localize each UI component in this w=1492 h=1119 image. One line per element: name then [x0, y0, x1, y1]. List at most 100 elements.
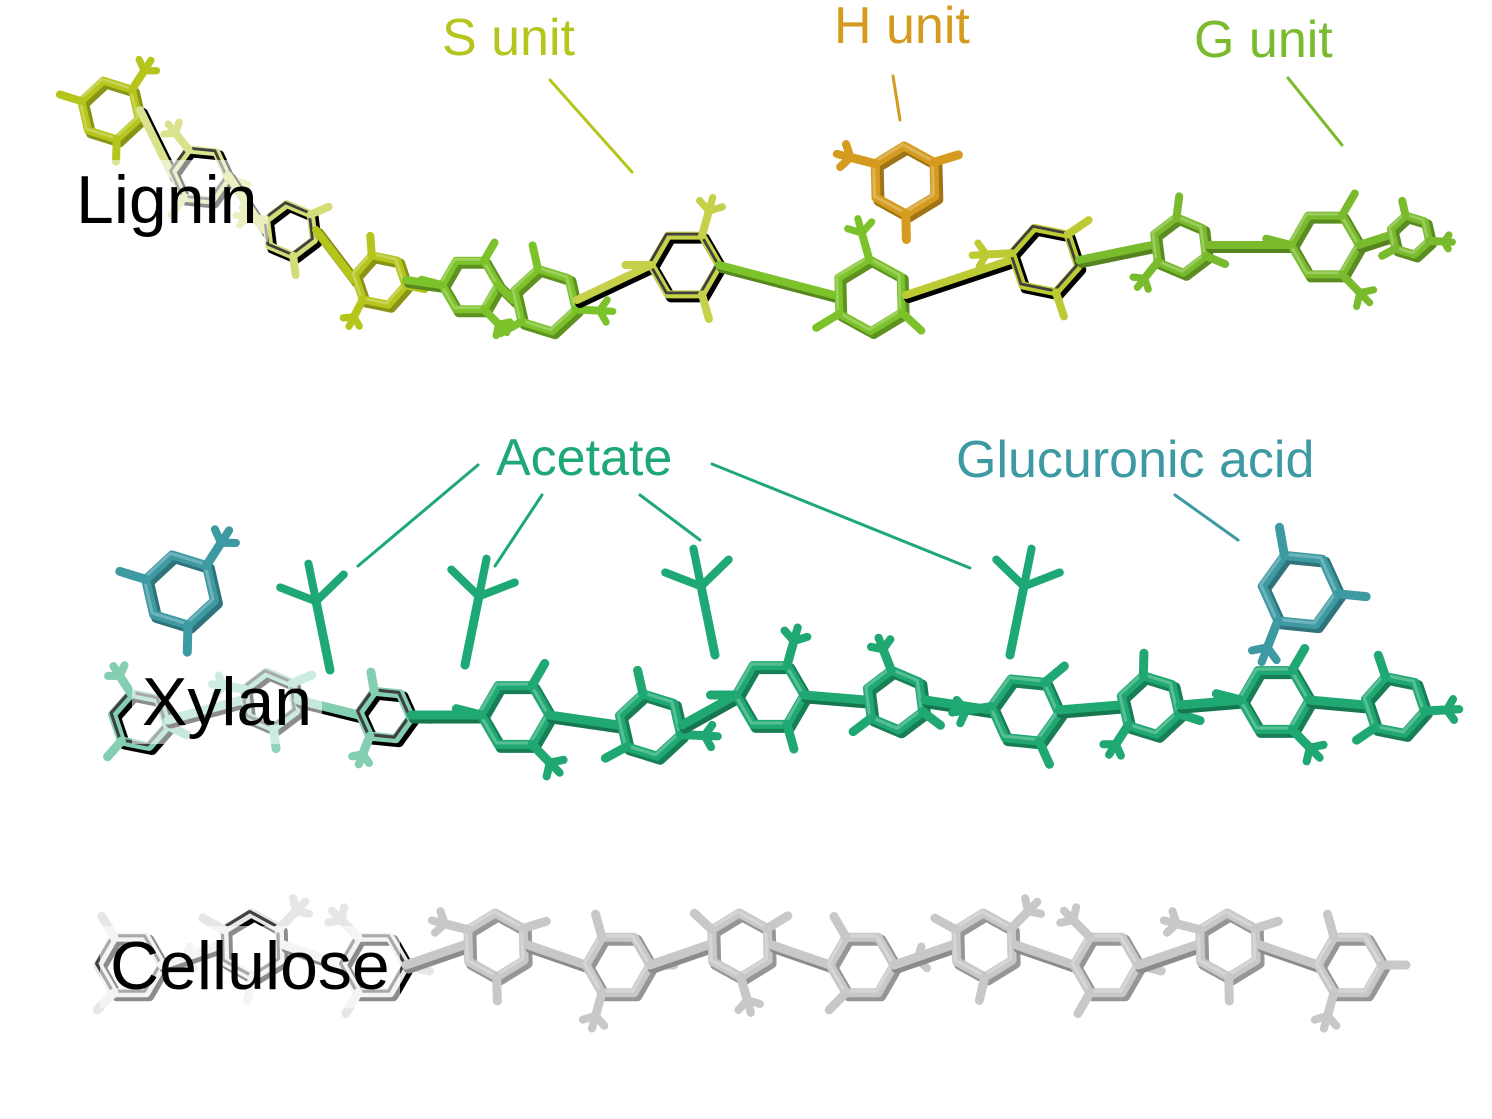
lignin-unit-branch-tip [1129, 273, 1149, 282]
cellulose-unit-branch-tip [1310, 1011, 1332, 1024]
lignin-unit-branch [698, 290, 713, 323]
lignin-unit-branch-tip [1353, 289, 1364, 310]
xylan-unit-branch [782, 636, 799, 671]
lignin-link [1075, 241, 1156, 264]
lignin-unit-branch [857, 229, 874, 264]
xylan-unit-branch [1034, 736, 1054, 769]
xylan-link [544, 710, 623, 730]
lignin-unit-branch [496, 317, 526, 338]
lignin-unit-branch [1063, 216, 1093, 239]
xylan-unit-branch-tip [879, 635, 895, 654]
lignin-label: Lignin [66, 160, 268, 242]
acetate-group-tip [474, 578, 519, 601]
lignin-chain [55, 55, 1456, 340]
glucuronic-acid-branch [201, 538, 226, 571]
glucuronic-acid-branch [1333, 589, 1371, 602]
lignin-unit-branch [1378, 244, 1400, 260]
lignin-unit-branch [1262, 234, 1295, 249]
acetate-group-tip [474, 554, 491, 601]
xylan-unit-branch [1373, 650, 1390, 682]
xylan-unit-branch-tip [700, 731, 716, 752]
cellulose-link [401, 940, 469, 970]
acetate-group-tip [697, 555, 733, 591]
cellulose-link [767, 940, 835, 970]
g-unit-callout-line [1286, 76, 1344, 147]
cellulose-unit-branch [1073, 988, 1095, 1018]
lignin-link [494, 281, 517, 304]
lignin-unit-branch [112, 135, 121, 166]
xylan-unit-branch [1138, 648, 1149, 681]
acetate-group-tip [661, 568, 706, 591]
xylan-unit-branch [782, 719, 799, 754]
cellulose-unit-branch-tip [292, 907, 314, 918]
cellulose-unit-ring-highlight [582, 934, 651, 993]
lignin-unit-branch [1338, 189, 1359, 220]
xylan-unit-branch [600, 742, 632, 763]
lignin-unit-branch [306, 202, 333, 219]
acetate-group-tip [1019, 568, 1064, 591]
acetate-group-tip [1019, 544, 1036, 591]
xylan-unit-branch-tip [115, 661, 129, 680]
lignin-unit-branch [982, 249, 1016, 259]
lignin-unit-ring-highlight [1151, 214, 1206, 273]
lignin-link [573, 261, 655, 304]
cellulose-unit-branch [829, 912, 851, 942]
lignin-unit-branch [1338, 270, 1364, 297]
xylan-unit-ring-highlight [616, 690, 681, 757]
xylan-unit-ring-highlight [1118, 672, 1179, 735]
xylan-unit-branch [527, 658, 550, 691]
cellulose-unit-branch [930, 913, 961, 935]
lignin-link [715, 261, 838, 299]
lignin-unit-branch [480, 238, 499, 265]
cellulose-label: Cellulose [100, 926, 400, 1008]
lignin-unit-branch-tip [339, 313, 358, 322]
cellulose-unit-branch-tip [337, 903, 349, 925]
xylan-unit-branch [103, 736, 126, 762]
xylan-link [799, 690, 870, 705]
lignin-unit-branch [1051, 288, 1068, 321]
xylan-unit-branch-tip [348, 750, 367, 761]
acetate-group-tip [312, 570, 348, 606]
glucuronic-acid-branch [1274, 522, 1289, 560]
xylan-unit-branch [1174, 709, 1205, 726]
acetate-callout-line [710, 462, 972, 570]
lignin-unit-branch-tip [858, 218, 876, 237]
glucuronic-acid-branch [1262, 616, 1283, 652]
cellulose-unit-branch [762, 911, 793, 933]
cellulose-link [1255, 940, 1323, 970]
cellulose-unit-ring-highlight [1070, 934, 1139, 993]
acetate-callout-line [356, 463, 480, 568]
cellulose-link [889, 940, 957, 970]
acetate-group-tip [689, 544, 706, 591]
acetate-callout-line [638, 493, 702, 542]
xylan-unit-ring-highlight [1362, 673, 1425, 734]
h-unit-branch-tip [841, 140, 855, 162]
acetate-group-tip [447, 565, 483, 601]
xylan-link [1054, 700, 1125, 715]
lignin-unit-branch [366, 231, 376, 260]
xylan-unit-branch [1211, 689, 1246, 705]
lignin-link [1355, 231, 1394, 249]
cellulose-unit-branch-tip [578, 1011, 600, 1024]
lignin-unit-ring [834, 255, 906, 335]
lignin-unit-branch [897, 308, 926, 335]
acetate-label: Acetate [496, 429, 673, 487]
xylan-unit-branch [1040, 661, 1069, 687]
xylan-unit-branch-tip [1302, 743, 1314, 766]
xylan-unit-branch-tip [952, 695, 971, 715]
lignin-unit-ring-highlight [351, 252, 406, 305]
glucuronic-acid-ring-highlight [1259, 552, 1338, 625]
lignin-unit-branch [812, 309, 844, 332]
cellulose-unit-branch [689, 908, 717, 935]
cellulose-link [1133, 940, 1201, 970]
cellulose-unit-branch [492, 972, 502, 1006]
lignin-unit-branch [1201, 251, 1230, 269]
cellulose-unit-branch-tip [1069, 903, 1081, 925]
cellulose-unit-branch-tip [734, 996, 752, 1015]
h-unit-callout-line [891, 74, 902, 122]
cellulose-unit-branch [1224, 972, 1234, 1006]
cellulose-unit-branch [1250, 916, 1283, 933]
xylan-unit-branch [366, 667, 379, 696]
lignin-unit-ring-highlight [1388, 212, 1429, 255]
glucuronic-acid-label: Glucuronic acid [956, 431, 1315, 489]
